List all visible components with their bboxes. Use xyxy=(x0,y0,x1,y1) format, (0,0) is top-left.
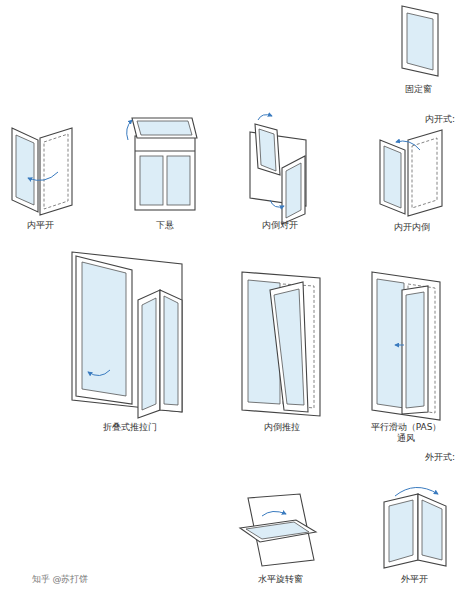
tilt-arrow xyxy=(258,115,272,120)
swing-arrow xyxy=(396,141,420,150)
window-label: 内平开 xyxy=(5,220,75,231)
tilt-turn-window xyxy=(380,130,442,216)
closed-position xyxy=(44,134,68,209)
open-sash xyxy=(380,140,405,214)
window-glass xyxy=(407,13,433,70)
window-glass xyxy=(259,129,276,171)
window-frame xyxy=(40,128,72,215)
window-label: 折叠式推拉门 xyxy=(85,422,175,433)
door-panel xyxy=(160,290,182,412)
tilted-sash xyxy=(132,118,197,138)
door-panel xyxy=(138,290,160,418)
window-frame xyxy=(408,130,442,216)
bottom-hung-window xyxy=(127,118,197,210)
pivot-sash xyxy=(240,520,316,542)
swing-arrow xyxy=(270,200,284,207)
section-heading: 内开式: xyxy=(415,114,465,125)
window-glass xyxy=(422,500,442,560)
tilt-slide-window xyxy=(242,272,320,416)
inward-casement xyxy=(12,128,72,215)
door-glass xyxy=(164,296,178,405)
window-label: 外平开 xyxy=(384,574,444,585)
swing-arrow xyxy=(395,487,438,496)
window-label: 固定窗 xyxy=(388,84,448,95)
sliding-sash xyxy=(402,286,428,414)
window-frame xyxy=(384,494,418,568)
open-sash xyxy=(12,128,38,212)
window-glass xyxy=(140,156,163,205)
horizontal-pivot-window xyxy=(240,494,316,566)
outward-casement xyxy=(384,487,446,568)
window-frame xyxy=(372,272,440,420)
pivot-arrow xyxy=(262,511,286,516)
window-label: 下悬 xyxy=(135,220,195,231)
window-frame xyxy=(242,272,320,416)
watermark: 知乎 @苏打饼 xyxy=(10,574,110,585)
folding-door xyxy=(72,252,182,418)
window-glass xyxy=(16,135,34,205)
window-glass xyxy=(406,292,424,408)
window-label: 平行滑动（PAS） 通风 xyxy=(368,422,444,444)
door-glass xyxy=(142,298,156,410)
section-heading: 外开式: xyxy=(415,452,465,463)
door-panel xyxy=(76,256,132,404)
closed-position xyxy=(412,138,437,208)
window-label: 内倒推拉 xyxy=(247,422,317,433)
double-tilt-turn xyxy=(250,115,306,224)
open-sash xyxy=(418,494,446,566)
window-glass xyxy=(377,279,404,408)
window-label: 内倒对开 xyxy=(245,220,315,231)
fold-arrow xyxy=(88,370,110,376)
window-label: 水平旋转窗 xyxy=(240,574,320,585)
window-frame xyxy=(402,6,438,76)
door-frame xyxy=(72,252,182,412)
window-frame xyxy=(135,136,195,210)
tilt-arrow xyxy=(127,120,132,140)
door-glass xyxy=(82,262,126,396)
window-glass xyxy=(167,156,190,205)
open-sash xyxy=(282,156,305,224)
window-glass xyxy=(389,500,413,562)
window-glass xyxy=(137,121,192,135)
window-glass xyxy=(384,146,401,208)
transom xyxy=(135,151,195,152)
slide-arrow xyxy=(395,345,404,346)
window-glass xyxy=(274,289,304,405)
window-label: 内开内倒 xyxy=(377,222,447,233)
parallel-slide-window xyxy=(372,272,440,420)
swing-arrow xyxy=(28,172,58,180)
fixed-window xyxy=(402,6,438,76)
window-glass xyxy=(246,522,309,539)
tilted-sash xyxy=(270,282,308,412)
window-glass xyxy=(286,163,301,218)
tilted-sash xyxy=(255,124,280,175)
